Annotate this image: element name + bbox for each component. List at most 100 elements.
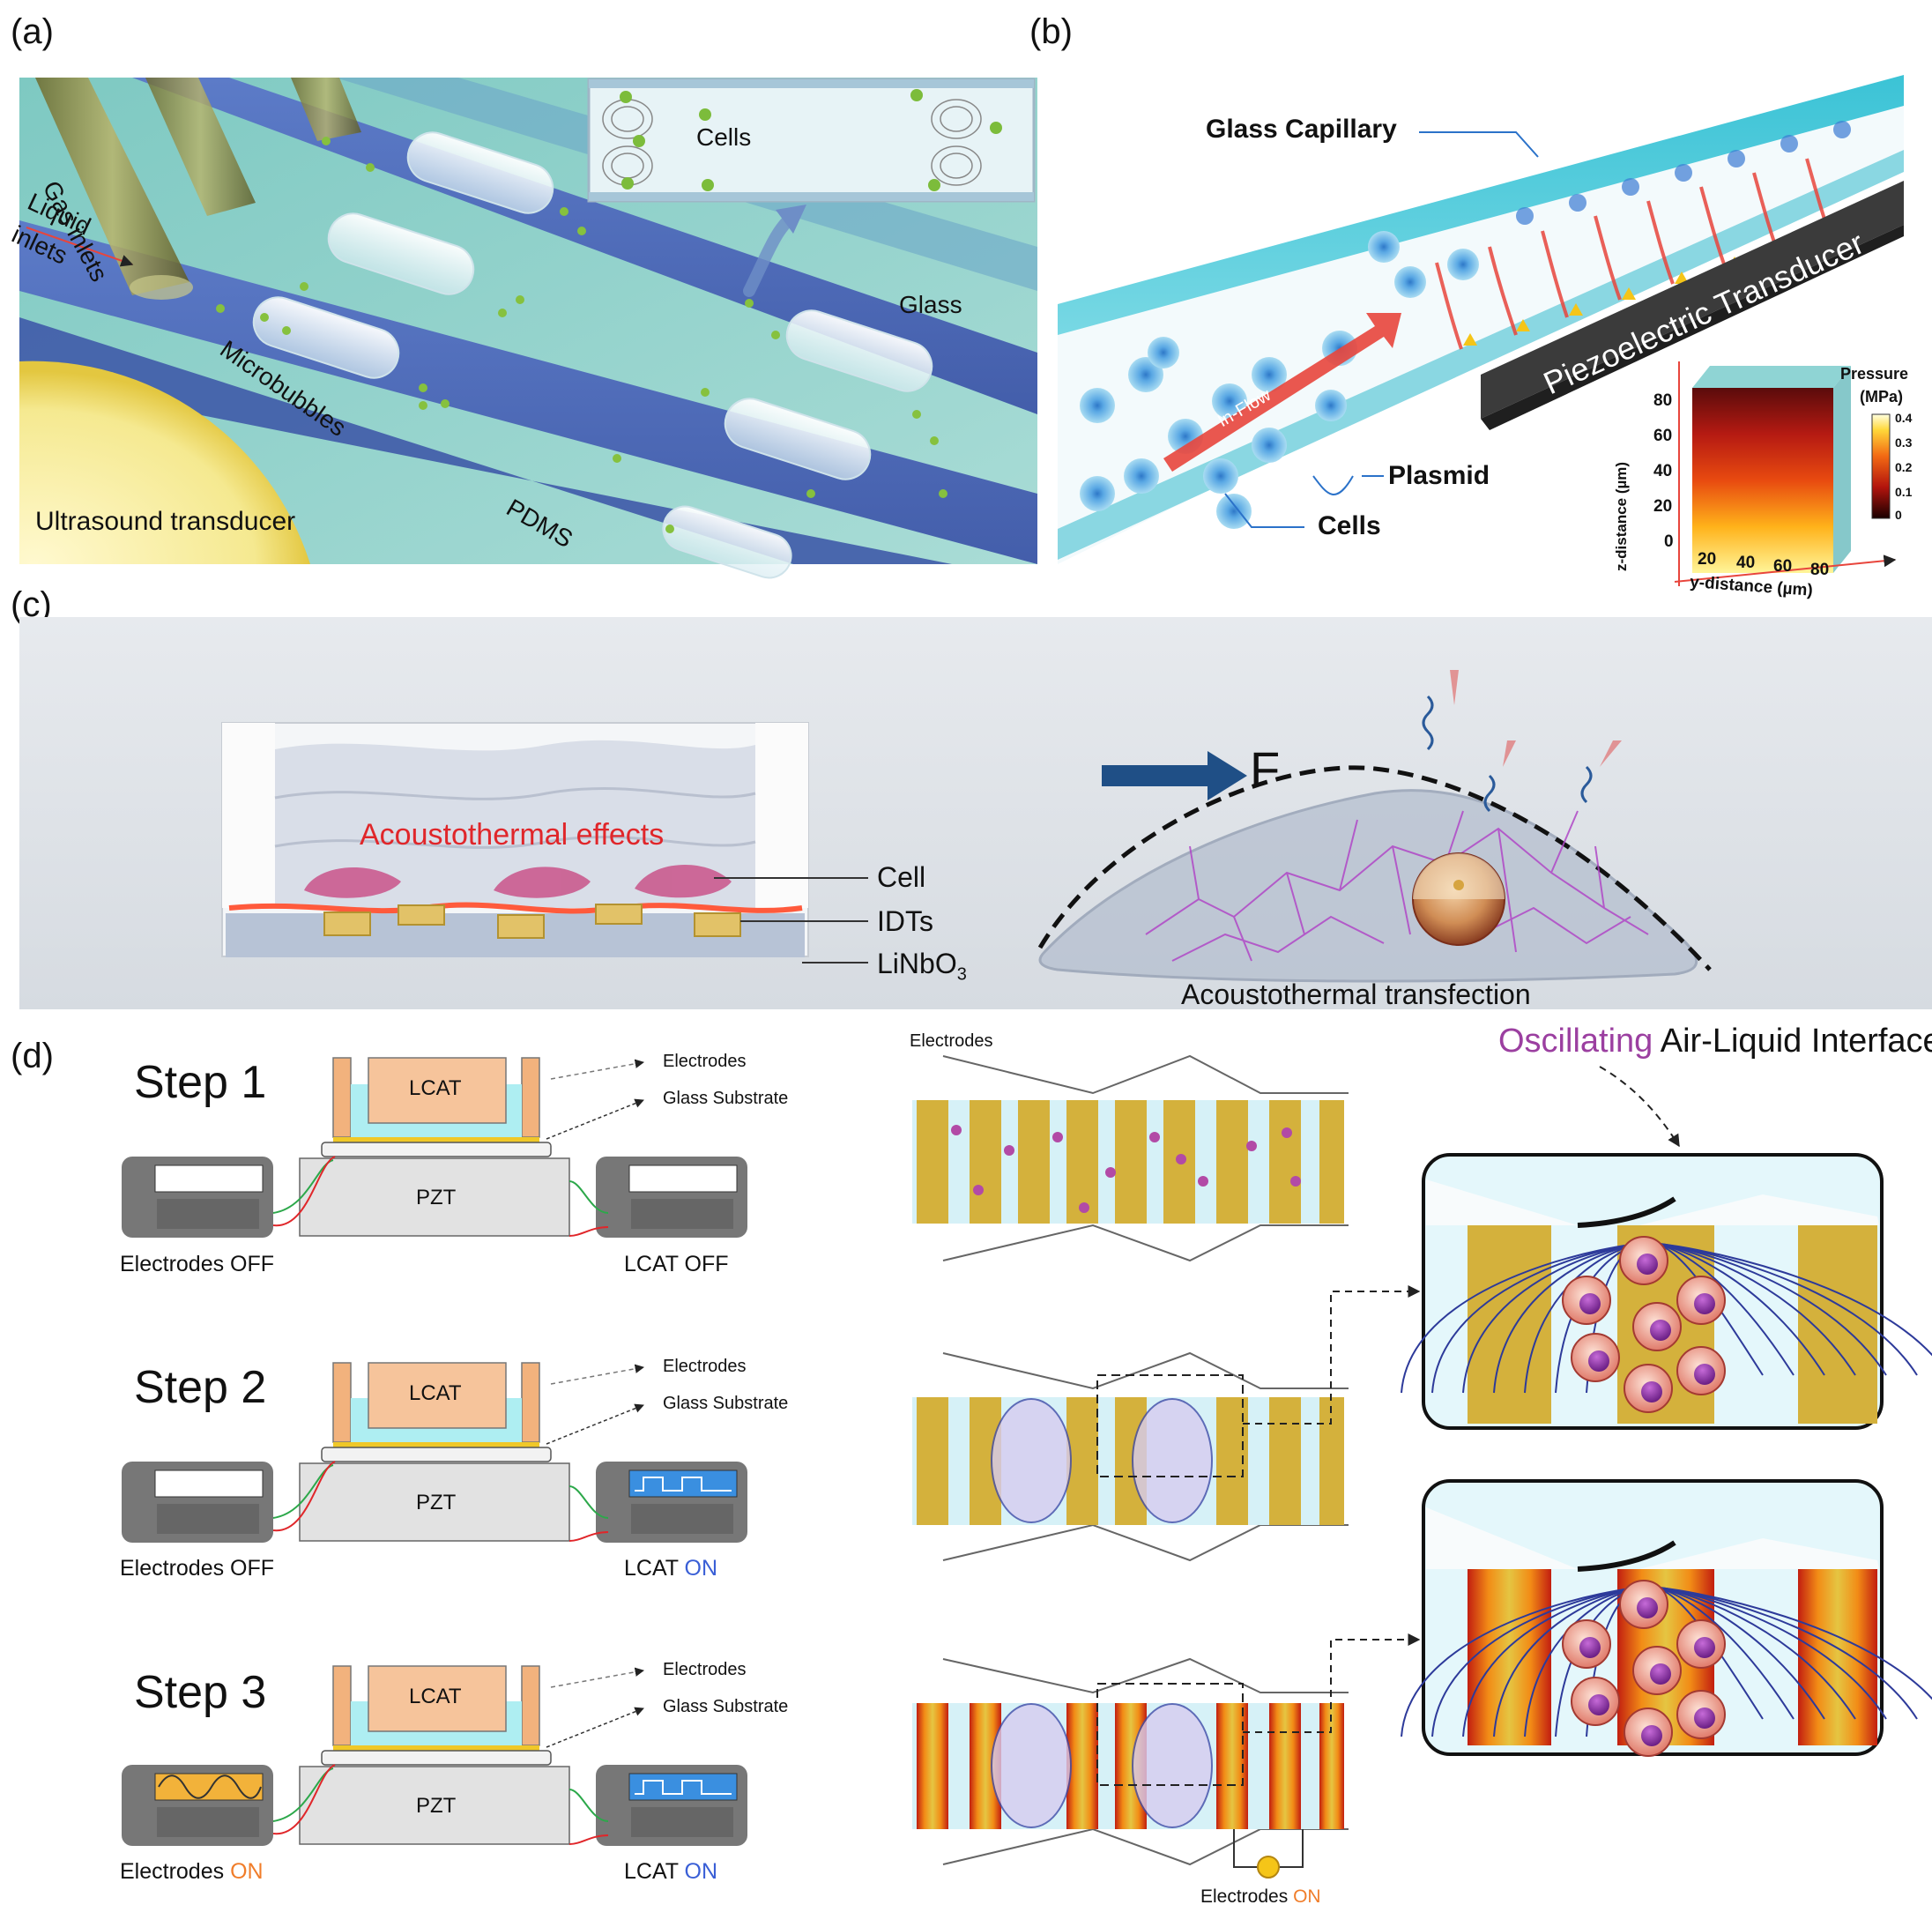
z-tick-3: 20 — [1653, 497, 1673, 516]
cell-nucleus — [1694, 1637, 1715, 1658]
cell-nucleus — [1641, 1381, 1662, 1402]
inset-cells-label: Cells — [696, 123, 752, 151]
y-tick-4: 80 — [1810, 561, 1830, 579]
force-label: F — [1250, 741, 1281, 797]
pressure-title-2: (MPa) — [1860, 388, 1903, 405]
electrode-strip-bottom — [912, 1657, 1349, 1879]
panel-b-label: (b) — [1029, 12, 1073, 51]
cell-nucleus — [1694, 1364, 1715, 1385]
linbo3-text: LiNbO — [877, 948, 957, 979]
bottom-electrodes-text: Electrodes — [1200, 1886, 1294, 1907]
air-liquid-words: Air-Liquid Interface — [1653, 1023, 1932, 1060]
pressure-tick-4: 0 — [1895, 508, 1902, 522]
cell-glyph — [1632, 1302, 1682, 1351]
transducer-label: Ultrasound transducer — [35, 507, 296, 536]
step-3-left-status-text: Electrodes — [120, 1859, 231, 1884]
z-tick-2: 40 — [1653, 462, 1673, 480]
cell-glyph — [1619, 1236, 1668, 1285]
cell-nucleus — [1650, 1663, 1671, 1685]
step-1-right-status-text: LCAT OFF — [624, 1252, 729, 1276]
plasmid-label: Plasmid — [1388, 461, 1490, 490]
cell-glyph — [1624, 1708, 1673, 1757]
streamline — [1401, 1585, 1932, 1737]
cell-glyph — [1571, 1677, 1620, 1726]
streamline — [1524, 1585, 1825, 1737]
electrodes-callout-1: Electrodes — [663, 1052, 747, 1071]
step-3-right-state: ON — [684, 1859, 718, 1884]
zoom-box-2 — [1422, 1479, 1884, 1756]
glass-callout-1: Glass Substrate — [663, 1089, 789, 1108]
lcat-label-2: LCAT — [409, 1381, 462, 1405]
pressure-tick-3: 0.1 — [1895, 485, 1913, 499]
step-2-right-status: LCAT ON — [624, 1556, 717, 1581]
panel-a-label: (a) — [11, 12, 54, 51]
streamline — [1586, 1585, 1764, 1737]
cells-label: Cells — [1318, 511, 1381, 540]
cell-glyph — [1624, 1364, 1673, 1413]
pressure-title-1: Pressure — [1840, 365, 1909, 383]
step-2-title: Step 2 — [134, 1362, 267, 1413]
lcat-label-1: LCAT — [409, 1076, 462, 1100]
piezo-label: Piezoelectric Transducer — [1538, 224, 1869, 402]
z-tick-1: 60 — [1653, 427, 1673, 445]
step-2-left-status: Electrodes OFF — [120, 1556, 274, 1581]
cell-nucleus — [1694, 1708, 1715, 1729]
bottom-electrodes-on: ON — [1293, 1886, 1321, 1907]
electrode-strip-top — [912, 1054, 1349, 1262]
acoustothermal-effects-label: Acoustothermal effects — [360, 818, 665, 852]
cell-glyph — [1619, 1580, 1668, 1629]
bottom-electrodes-status: Electrodes ON — [1200, 1886, 1321, 1908]
pressure-tick-0: 0.4 — [1895, 411, 1913, 425]
step-1-left-status-text: Electrodes OFF — [120, 1252, 275, 1276]
glass-capillary-label: Glass Capillary — [1206, 115, 1397, 144]
cell-glyph — [1562, 1276, 1611, 1325]
zoom-box-1 — [1422, 1153, 1884, 1430]
y-tick-2: 40 — [1736, 554, 1756, 572]
cell-nucleus — [1650, 1320, 1671, 1341]
linbo3-subscript: 3 — [956, 964, 967, 985]
step-1-left-status: Electrodes OFF — [120, 1252, 274, 1277]
panel-d-label: (d) — [11, 1037, 54, 1075]
streamline — [1555, 1241, 1795, 1394]
step-2-right-state: ON — [684, 1556, 718, 1581]
streamline — [1462, 1585, 1887, 1737]
y-tick-1: 20 — [1698, 550, 1717, 569]
idts-callout: IDTs — [877, 905, 933, 937]
step-3-title: Step 3 — [134, 1667, 267, 1718]
electrode-strip-middle — [912, 1351, 1349, 1562]
microbubbles-label: Microbubbles — [215, 335, 352, 442]
cell-nucleus — [1588, 1350, 1609, 1372]
step-3-left-state: ON — [230, 1859, 264, 1884]
electrodes-callout-2: Electrodes — [663, 1357, 747, 1376]
step-3-right-status-text: LCAT — [624, 1859, 685, 1884]
cell-glyph — [1676, 1619, 1726, 1669]
streamline — [1555, 1585, 1795, 1737]
streamline — [1493, 1585, 1856, 1737]
step-1-title: Step 1 — [134, 1057, 267, 1108]
glass-callout-3: Glass Substrate — [663, 1697, 789, 1716]
cell-glyph — [1562, 1619, 1611, 1669]
cell-nucleus — [1579, 1293, 1601, 1314]
step-2-right-status-text: LCAT — [624, 1556, 685, 1581]
in-flow-label: In-Flow — [1215, 385, 1274, 432]
streamline — [1401, 1241, 1932, 1394]
step-2-left-status-text: Electrodes OFF — [120, 1556, 275, 1581]
streamline — [1586, 1241, 1764, 1394]
z-tick-4: 0 — [1664, 532, 1674, 551]
step-3-right-status: LCAT ON — [624, 1859, 717, 1885]
oscillating-word: Oscillating — [1498, 1023, 1653, 1060]
step-3-left-status: Electrodes ON — [120, 1859, 264, 1885]
electrodes-callout-3: Electrodes — [663, 1660, 747, 1679]
streamline — [1431, 1585, 1918, 1737]
glass-callout-2: Glass Substrate — [663, 1394, 789, 1413]
cell-glyph — [1632, 1646, 1682, 1695]
z-tick-0: 80 — [1653, 391, 1673, 410]
streamline — [1524, 1241, 1825, 1394]
pdms-label: PDMS — [502, 494, 578, 554]
pzt-label-2: PZT — [416, 1491, 457, 1514]
streamline — [1431, 1241, 1918, 1394]
z-axis-label: z-distance (µm) — [1613, 461, 1630, 571]
cell-callout: Cell — [877, 861, 926, 893]
oscillating-interface-title: Oscillating Air-Liquid Interface — [1498, 1023, 1932, 1060]
glass-label: Glass — [899, 291, 962, 318]
